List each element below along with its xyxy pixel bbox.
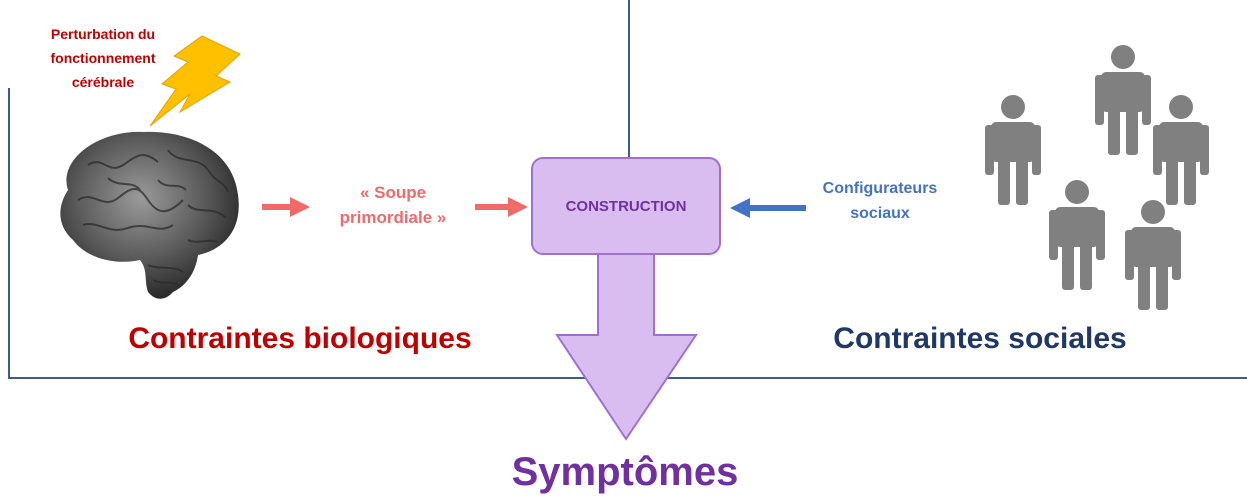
soupe-to-construction-arrow bbox=[475, 197, 528, 217]
soupe-line-2: primordiale » bbox=[339, 208, 447, 227]
person-icon bbox=[1049, 180, 1105, 290]
soupe-label: « Soupe primordiale » bbox=[318, 180, 468, 230]
perturbation-line-3: cérébrale bbox=[71, 74, 135, 90]
brain-to-soupe-arrow bbox=[262, 197, 310, 217]
lightning-icon bbox=[149, 35, 241, 127]
frame-divider-line bbox=[628, 0, 630, 158]
soupe-line-1: « Soupe bbox=[359, 183, 427, 202]
people-group bbox=[985, 45, 1209, 310]
configurateurs-label: Configurateurs sociaux bbox=[795, 176, 965, 226]
person-icon bbox=[1095, 45, 1151, 155]
construction-label: CONSTRUCTION bbox=[565, 197, 687, 215]
perturbation-line-1: Perturbation du bbox=[50, 26, 156, 42]
perturbation-label: Perturbation du fonctionnement cérébrale bbox=[18, 22, 188, 94]
construction-to-symptomes-arrow bbox=[555, 253, 698, 441]
person-icon bbox=[1153, 95, 1209, 205]
perturbation-line-2: fonctionnement bbox=[50, 50, 156, 66]
contraintes-biologiques-label: Contraintes biologiques bbox=[128, 322, 472, 355]
contraintes-sociales-label: Contraintes sociales bbox=[833, 322, 1127, 355]
frame-left-line bbox=[8, 88, 10, 378]
person-icon bbox=[985, 95, 1041, 205]
configurateurs-line-1: Configurateurs bbox=[822, 180, 938, 197]
configurateurs-to-construction-arrow bbox=[730, 198, 806, 218]
construction-box: CONSTRUCTION bbox=[531, 157, 721, 255]
configurateurs-line-2: sociaux bbox=[850, 205, 910, 222]
symptomes-label: Symptômes bbox=[511, 450, 739, 494]
person-icon bbox=[1125, 200, 1181, 310]
brain-icon bbox=[60, 131, 239, 299]
